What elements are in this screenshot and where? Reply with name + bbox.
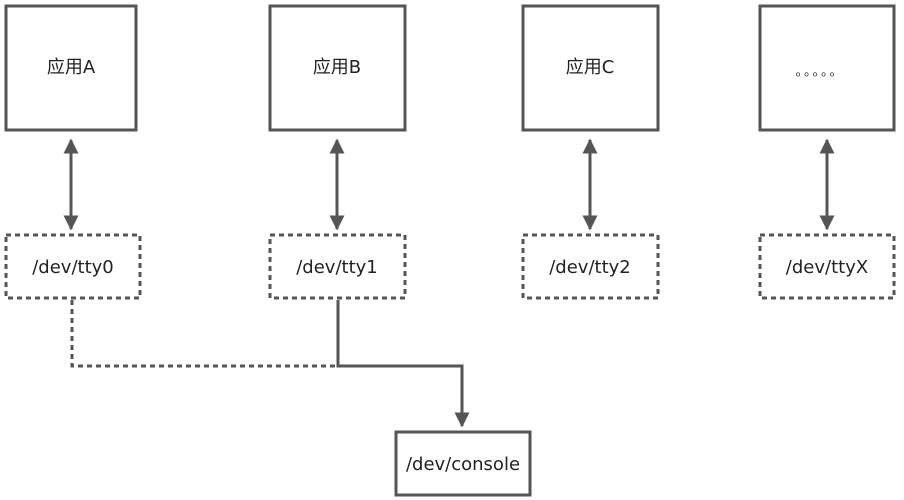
connector-tty0-console bbox=[70, 300, 338, 368]
app-box-ellipsis: 。。。。。 bbox=[758, 4, 896, 132]
app-label-b: 应用B bbox=[313, 57, 361, 78]
tty-label-0: /dev/tty0 bbox=[32, 257, 114, 278]
tty-box-0: /dev/tty0 bbox=[4, 233, 142, 300]
console-box: /dev/console bbox=[394, 430, 532, 497]
app-box-c: 应用C bbox=[521, 4, 660, 132]
app-box-b: 应用B bbox=[268, 4, 407, 132]
app-box-a: 应用A bbox=[4, 4, 138, 132]
tty-label-1: /dev/tty1 bbox=[296, 257, 378, 278]
tty-label-2: /dev/tty2 bbox=[549, 257, 631, 278]
tty-box-x: /dev/ttyX bbox=[758, 233, 896, 300]
app-label-a: 应用A bbox=[47, 57, 96, 78]
tty-label-x: /dev/ttyX bbox=[786, 257, 868, 278]
app-label-c: 应用C bbox=[566, 57, 615, 78]
tty-box-1: /dev/tty1 bbox=[268, 233, 407, 300]
connector-tty1-console bbox=[336, 300, 470, 428]
console-label: /dev/console bbox=[406, 454, 520, 475]
app-label-ellipsis: 。。。。。 bbox=[795, 65, 844, 80]
tty-box-2: /dev/tty2 bbox=[521, 233, 660, 300]
